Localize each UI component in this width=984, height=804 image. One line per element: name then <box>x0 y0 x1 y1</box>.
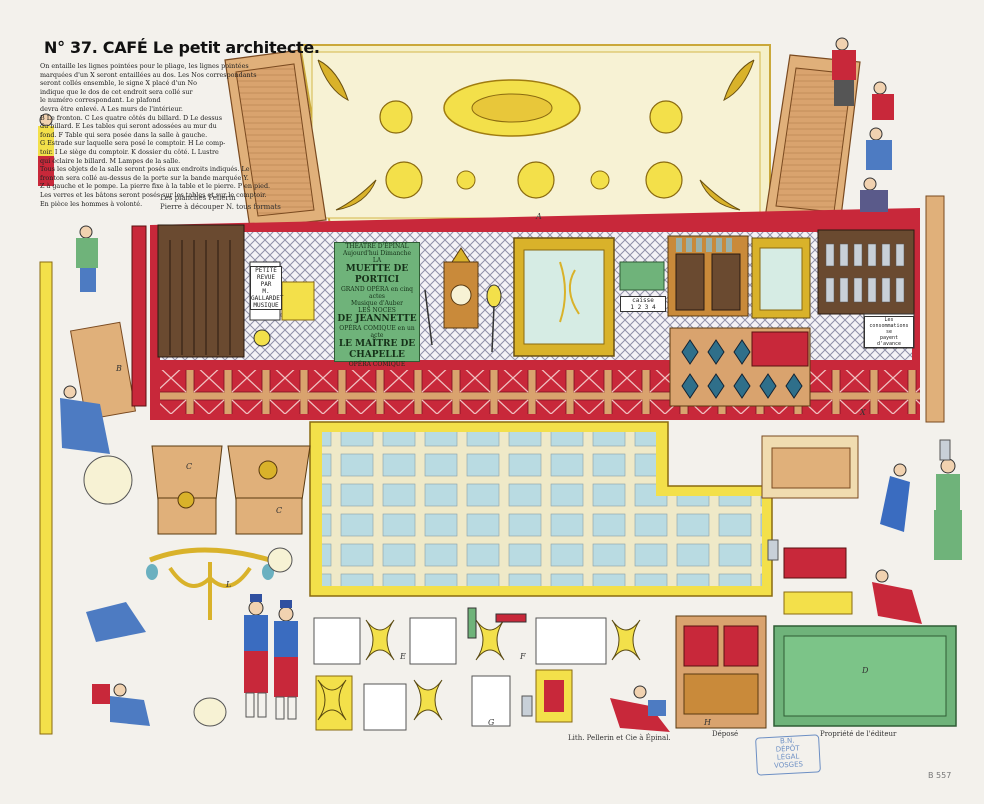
letter-H: H <box>704 718 711 727</box>
poster-line: OPÉRA COMIQUE en un acte <box>339 325 415 339</box>
instr-line: marquées d'un X seront entaillées au dos… <box>40 70 257 79</box>
instr-line: le numéro correspondant. Le plafond <box>40 96 161 105</box>
smallposter-line: PAR <box>260 281 272 288</box>
poster-line: LES NOCES <box>358 307 396 314</box>
letter-D: D <box>862 666 869 675</box>
poster-line: LA <box>372 257 382 264</box>
smallposter-line: M. GALLARDET <box>251 288 284 302</box>
letter-C-2: C <box>276 506 283 515</box>
left-strips <box>39 195 945 735</box>
ceiling-piece <box>298 44 771 226</box>
footer-propriete: Propriété de l'éditeur <box>820 730 897 738</box>
counter-cutout <box>675 615 767 729</box>
back-wall <box>150 208 920 420</box>
caisse-line: 1 2 3 4 <box>630 304 656 311</box>
instr-line: qui éclaire le billard. M Lampes de la s… <box>40 156 181 165</box>
letter-B: B <box>116 364 122 373</box>
smallposter-line: MUSIQUE <box>253 302 279 309</box>
instr-line: Tous les objets de la salle seront posés… <box>40 165 250 174</box>
notice-line: se <box>885 329 893 335</box>
instr-line: seront collés ensemble, le signe X placé… <box>40 79 197 88</box>
instr-line: B Le fronton. C Les quatre côtés du bill… <box>40 113 223 122</box>
notice-line: consommations <box>869 323 909 329</box>
billiard-sides <box>151 445 311 535</box>
figures <box>38 37 962 732</box>
instr-line: devra être enlevé. A Les murs de l'intér… <box>40 104 183 113</box>
letter-F: F <box>520 652 526 661</box>
small-items <box>193 439 951 727</box>
billiard-top <box>773 625 957 727</box>
letter-L: L <box>226 580 232 589</box>
instructions-text: On entaille les lignes pointées pour le … <box>40 62 310 208</box>
smallposter-line: PETITE REVUE <box>255 267 277 281</box>
poster-line: MUETTE DE PORTICI <box>345 264 409 285</box>
instr-line: Z à gauche et le pompe. La pierre fixe à… <box>40 182 271 191</box>
caisse-line: caisse <box>632 297 654 304</box>
notice-line: Les <box>884 317 894 323</box>
right-pieces <box>761 435 859 615</box>
notice-line: payent <box>879 335 899 341</box>
letter-E: E <box>400 652 406 661</box>
instr-line: fond. F Table qui sera posée dans la sal… <box>40 130 208 139</box>
instr-line: indique que le dos de cet endroit sera c… <box>40 87 193 96</box>
poster-line: THÉÂTRE D'ÉPINAL <box>345 243 409 250</box>
side-panels-top <box>224 49 861 229</box>
instr-line: du billard. E Les tables qui seront ados… <box>40 122 217 131</box>
floor-piece <box>309 421 773 597</box>
instr-line: On entaille les lignes pointées pour le … <box>40 62 249 70</box>
instr-line: toir. I Le siège du comptoir. K dossier … <box>40 147 219 156</box>
poster-line: GRAND OPÉRA en cinq actes <box>340 286 413 300</box>
instructions-credit-2: Pierre à découper N. tous formats <box>160 203 281 211</box>
poster-line: DE JEANNETTE <box>337 314 417 324</box>
letter-A: A <box>536 212 542 221</box>
instr-line: Les verres et les bâtons seront posés su… <box>40 190 267 199</box>
footer-depose: Déposé <box>712 730 739 738</box>
letter-C-1: C <box>186 462 193 471</box>
instr-line: En pièce les hommes à volonté. <box>40 199 143 208</box>
instr-line: fronton sera collé au-dessus de la porte… <box>40 173 249 182</box>
tables <box>313 617 641 731</box>
footer-lithographer: Lith. Pellerin et Cie à Épinal. <box>568 734 671 742</box>
instructions-credit-1: Les planches Pellerin <box>160 194 236 202</box>
letter-X: X <box>860 408 866 417</box>
sheet-title: N° 37. CAFÉ Le petit architecte. <box>44 38 320 57</box>
poster-line: OPÉRA COMIQUE <box>348 361 406 368</box>
poster-line: Aujourd'hui Dimanche <box>342 250 412 257</box>
letter-G: G <box>488 718 495 727</box>
notice-line: d'avance <box>876 341 902 347</box>
poster-line: LE MAÎTRE DE CHAPELLE <box>338 339 416 360</box>
instr-line: G Estrade sur laquelle sera posé le comp… <box>40 139 226 148</box>
page-number: B 557 <box>928 771 952 780</box>
poster-line: Musique d'Auber <box>350 300 404 307</box>
